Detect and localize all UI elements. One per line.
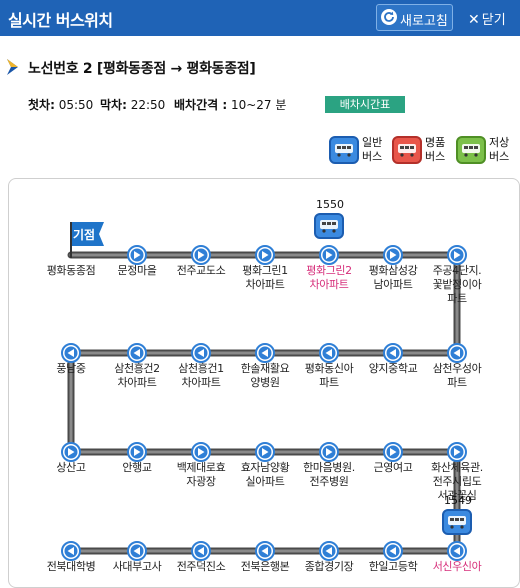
stop-node-icon[interactable] — [127, 442, 147, 462]
stop-label[interactable]: 전주덕진소 — [176, 560, 226, 573]
stop-label[interactable]: 전북대학병 — [46, 560, 96, 573]
stop-node-icon[interactable] — [383, 245, 403, 265]
stop-node-icon[interactable] — [319, 245, 339, 265]
bus-icon — [392, 136, 422, 164]
last-bus-info: 막차: 22:50 — [100, 96, 165, 113]
stop-label[interactable]: 전주교도소 — [176, 264, 226, 277]
stop-node-icon[interactable] — [319, 541, 339, 561]
stop-label[interactable]: 안행교 — [122, 461, 152, 474]
stop-label[interactable]: 상산고 — [56, 461, 86, 474]
last-bus-label: 막차: — [100, 98, 127, 112]
refresh-icon — [381, 9, 397, 25]
stop-node-icon[interactable] — [255, 245, 275, 265]
refresh-label: 새로고침 — [400, 14, 448, 29]
stop-node-icon[interactable] — [383, 442, 403, 462]
close-label: 닫기 — [481, 13, 506, 28]
stop-node-icon[interactable] — [127, 343, 147, 363]
stop-label[interactable]: 풍남중 — [56, 362, 86, 375]
stop-node-icon[interactable] — [61, 343, 81, 363]
interval-info: 배차간격 : 10~27 분 — [174, 96, 286, 113]
window-header: 실시간 버스위치 새로고침 ✕닫기 — [0, 0, 520, 36]
stop-node-icon[interactable] — [447, 245, 467, 265]
first-bus-info: 첫차: 05:50 — [28, 96, 93, 113]
route-map: 기점 — [61, 222, 467, 561]
bus-icon[interactable] — [314, 213, 344, 239]
stop-node-icon[interactable] — [191, 442, 211, 462]
stop-label[interactable]: 사대부고사 — [112, 560, 162, 573]
bus-number: 1550 — [316, 198, 344, 211]
bus-icon — [456, 136, 486, 164]
interval-label: 배차간격 : — [174, 98, 228, 112]
stop-node-icon[interactable] — [61, 442, 81, 462]
stop-node-icon[interactable] — [383, 541, 403, 561]
stop-node-icon[interactable] — [319, 442, 339, 462]
stop-node-icon[interactable] — [319, 343, 339, 363]
start-flag-label: 기점 — [73, 227, 95, 242]
stop-node-icon[interactable] — [61, 541, 81, 561]
stop-node-icon[interactable] — [383, 343, 403, 363]
stop-node-icon[interactable] — [255, 541, 275, 561]
stop-label[interactable]: 평화동종점 — [46, 264, 96, 277]
stop-label[interactable]: 한마음병원.전주병원 — [303, 461, 355, 488]
stop-node-icon[interactable] — [191, 343, 211, 363]
stop-label[interactable]: 종합경기장 — [304, 560, 354, 573]
stop-node-icon[interactable] — [255, 442, 275, 462]
last-bus-time: 22:50 — [130, 98, 166, 112]
close-icon: ✕ — [468, 12, 480, 28]
stop-node-icon[interactable] — [191, 245, 211, 265]
bus-icon[interactable] — [442, 509, 472, 535]
window-title: 실시간 버스위치 — [8, 11, 113, 30]
first-bus-label: 첫차: — [28, 98, 55, 112]
stop-node-icon[interactable] — [447, 343, 467, 363]
timetable-button[interactable]: 배차시간표 — [325, 96, 405, 113]
stop-node-icon[interactable] — [127, 245, 147, 265]
bus-number: 1549 — [444, 494, 472, 507]
stop-label[interactable]: 서신우신아 — [432, 560, 482, 573]
stop-label[interactable]: 양지중학교 — [368, 362, 418, 375]
stop-node-icon[interactable] — [447, 541, 467, 561]
refresh-button[interactable]: 새로고침 — [376, 4, 453, 31]
bus-icon — [329, 136, 359, 164]
stop-node-icon[interactable] — [191, 541, 211, 561]
stop-node-icon[interactable] — [447, 442, 467, 462]
close-button[interactable]: ✕닫기 — [468, 9, 506, 28]
stop-label[interactable]: 한일고등학 — [368, 560, 418, 573]
stop-node-icon[interactable] — [255, 343, 275, 363]
first-bus-time: 05:50 — [58, 98, 94, 112]
stop-label[interactable]: 근영여고 — [373, 461, 413, 474]
stop-node-icon[interactable] — [127, 541, 147, 561]
stop-label[interactable]: 문정마을 — [117, 264, 157, 277]
interval-value: 10~27 분 — [230, 98, 287, 112]
route-title: 노선번호 2 [평화동종점 → 평화동종점] — [28, 61, 256, 77]
start-flag-icon — [72, 222, 104, 246]
route-arrow-icon — [7, 59, 18, 75]
stop-label[interactable]: 전북은행본 — [240, 560, 290, 573]
